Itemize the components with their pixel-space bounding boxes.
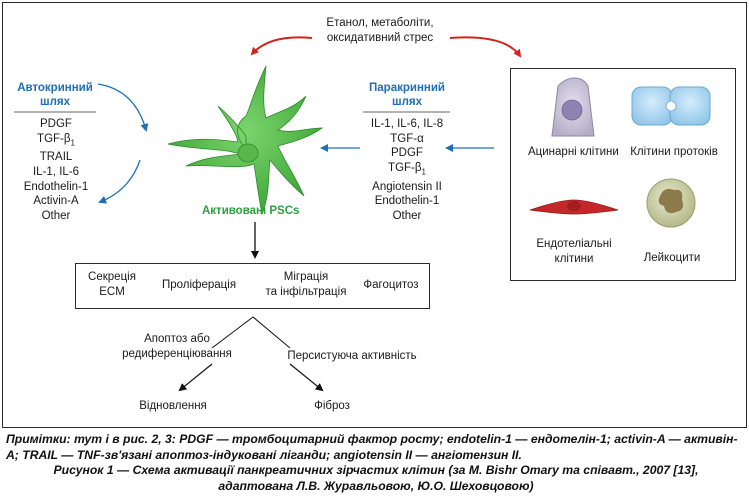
process-secretion-line-1: Секреція: [88, 271, 136, 283]
process-secretion: Секреція ECM: [80, 270, 144, 299]
outcome-apoptosis-line-1: Апоптоз або: [144, 333, 210, 345]
endothelial-label: Ендотеліальні клітини: [528, 237, 620, 266]
process-proliferation: Проліферація: [161, 279, 237, 291]
process-migration-line-2: та інфільтрація: [265, 285, 347, 298]
stressor-line-1: Етанол, метаболіти,: [326, 17, 434, 29]
caption-figure-line-1: Рисунок 1 — Схема активації панкреатични…: [53, 463, 699, 477]
autocrine-item: TGF-β1: [37, 132, 75, 147]
stressor-line-2: оксидативний стрес: [326, 31, 434, 44]
processes-box: [75, 263, 430, 309]
paracrine-item: TGF-β1: [388, 161, 426, 177]
autocrine-item: PDGF: [40, 118, 72, 130]
autocrine-arrow-out: [98, 159, 141, 204]
ductal-label: Клітини протоків: [630, 146, 718, 158]
caption-figure-line-2: адаптована Л.В. Журавльовою, Ю.О. Шеховц…: [218, 478, 534, 493]
acinar-label: Ацинарні клітини: [528, 146, 619, 158]
endothelial-label-line-1: Ендотеліальні: [536, 238, 612, 250]
outcome-apoptosis: Апоптоз або редиференціювання: [118, 332, 236, 361]
autocrine-list: PDGF TGF-β1 TRAIL IL-1, IL-6 Endothelin-…: [8, 117, 104, 223]
autocrine-item: IL-1, IL-6: [32, 166, 80, 179]
endothelial-cell: [529, 199, 619, 215]
autocrine-title-line-2: шлях: [40, 96, 70, 108]
stress-arrow-left: [250, 36, 313, 56]
psc-label: Активовані PSCs: [202, 205, 300, 217]
arrow-to-fibrosis: [289, 363, 324, 392]
figure-caption: Примітки: тут і в рис. 2, 3: PDGF — тром…: [6, 432, 746, 494]
outcome-apoptosis-line-2: редиференціювання: [122, 347, 232, 360]
process-migration-line-1: Міграція: [283, 271, 329, 283]
cell-types-box: [510, 68, 736, 281]
leukocyte-label: Лейкоцити: [643, 252, 701, 264]
process-phagocytosis: Фагоцитоз: [363, 279, 419, 291]
autocrine-item: Activin-A: [33, 195, 79, 208]
paracrine-item: Other: [392, 209, 422, 222]
stressor-label: Етанол, метаболіти, оксидативний стрес: [318, 16, 442, 45]
diagram-frame: [2, 2, 747, 428]
autocrine-item: TRAIL: [39, 151, 73, 164]
outcome-fibrosis: Фіброз: [314, 400, 350, 412]
activated-psc-cell: [167, 65, 324, 216]
paracrine-title-line-2: шлях: [392, 96, 422, 108]
autocrine-item: Other: [41, 209, 71, 222]
process-secretion-line-2: ECM: [99, 285, 125, 298]
autocrine-item: Endothelin-1: [23, 180, 89, 193]
outcome-recovery: Відновлення: [139, 400, 207, 412]
leukocyte-cell: [646, 178, 696, 228]
paracrine-title: Паракринний шлях: [362, 81, 452, 109]
autocrine-title-line-1: Автокринний: [17, 82, 93, 94]
paracrine-item: IL-1, IL-6, IL-8: [370, 118, 444, 130]
autocrine-arrow-in: [97, 83, 149, 132]
stress-arrow-right: [449, 36, 522, 58]
process-migration: Міграція та інфільтрація: [254, 270, 358, 299]
outcome-persistent: Персистуюча активність: [287, 350, 417, 362]
autocrine-title: Автокринний шлях: [12, 81, 98, 109]
ductal-cells: [631, 86, 711, 126]
paracrine-item: Angiotensin II: [372, 180, 442, 193]
outcome-branch: [211, 316, 291, 349]
endothelial-label-line-2: клітини: [554, 252, 594, 265]
paracrine-item: PDGF: [391, 147, 423, 160]
caption-notes: Примітки: тут і в рис. 2, 3: PDGF — тром…: [6, 432, 738, 462]
arrow-to-recovery: [178, 363, 213, 392]
paracrine-list: IL-1, IL-6, IL-8 TGF-α PDGF TGF-β1 Angio…: [358, 117, 456, 223]
acinar-cell: [551, 77, 595, 137]
paracrine-item: Endothelin-1: [374, 195, 440, 208]
paracrine-item: TGF-α: [390, 132, 424, 145]
paracrine-title-line-1: Паракринний: [369, 82, 445, 94]
